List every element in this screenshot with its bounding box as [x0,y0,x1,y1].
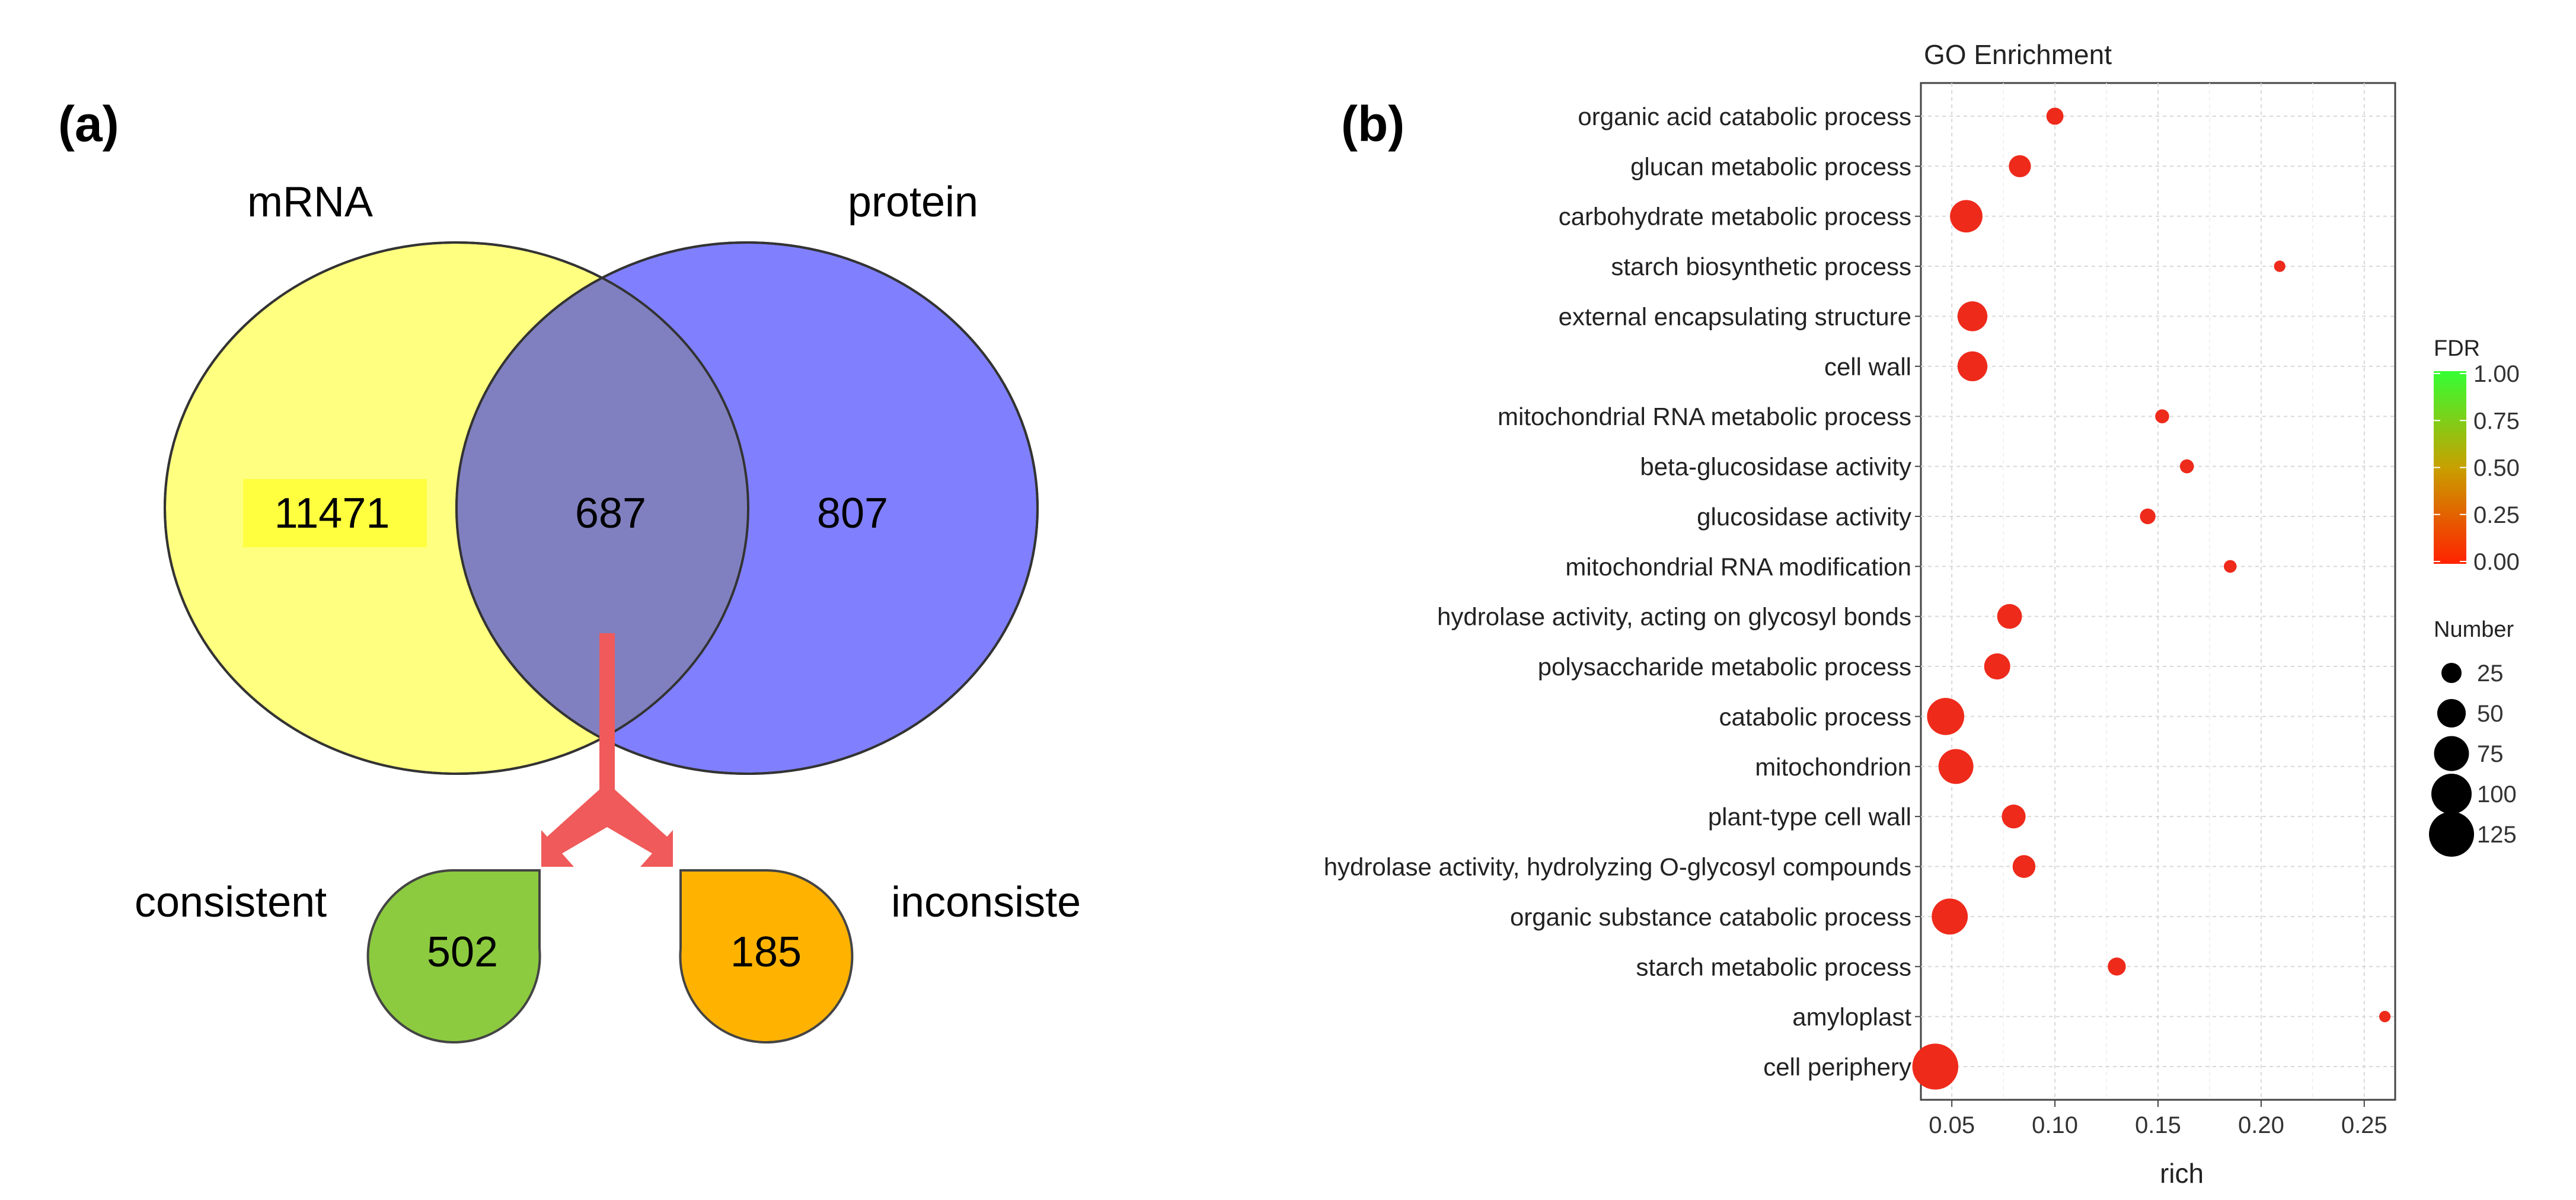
data-point [1957,301,1988,331]
y-tick-label: glucosidase activity [1697,503,1911,531]
y-tick-label: catabolic process [1719,703,1912,730]
y-tick-label: mitochondrial RNA metabolic process [1498,403,1911,430]
data-point [1957,351,1988,382]
y-tick-label: organic substance catabolic process [1510,903,1911,931]
y-tick-label: starch metabolic process [1636,953,1911,981]
data-point [1912,1043,1959,1090]
data-point [1927,698,1965,735]
y-tick-label: starch biosynthetic process [1611,253,1911,280]
y-axis-terms: organic acid catabolic process glucan met… [1324,103,1921,1081]
x-tick-label: 0.05 [1929,1112,1975,1138]
protein-only-count: 807 [817,490,888,537]
mrna-set-label: mRNA [247,178,373,226]
protein-set-outline [455,241,1039,775]
data-point [1938,749,1974,784]
y-tick-label: hydrolase activity, acting on glycosyl b… [1437,603,1911,631]
number-legend: 25 50 75 100 125 [2428,660,2517,857]
data-point [2179,459,2194,474]
data-point [2379,1011,2391,1023]
y-tick-label: polysaccharide metabolic process [1538,653,1911,681]
protein-set-label: protein [848,178,978,226]
consistent-count: 502 [427,928,498,976]
y-tick-label: glucan metabolic process [1630,152,1911,180]
fdr-legend-ticks: 1.00 0.75 0.50 0.25 0.00 [2434,361,2520,575]
data-point [2155,409,2169,423]
number-legend-dot [2434,736,2469,771]
data-point [1932,898,1968,935]
panel-b-label: (b) [1341,96,1404,152]
x-tick-label: 0.25 [2341,1112,2387,1138]
split-arrow [541,633,673,867]
y-tick-label: amyloplast [1792,1003,1911,1031]
chart-title: GO Enrichment [1924,39,2112,70]
x-tick-label: 0.15 [2135,1112,2181,1138]
data-point [2046,107,2064,125]
y-tick-label: cell periphery [1763,1053,1911,1081]
fdr-tick-label: 0.00 [2473,549,2520,575]
panel-a-venn: (a) mRNA protein 11471 687 807 consisten… [58,96,1081,1043]
data-point [1950,200,1983,233]
number-legend-dot [2437,698,2466,728]
number-legend-dot [2441,663,2462,683]
number-legend-dot [2431,774,2472,814]
consistent-drop-shape [366,869,541,1043]
fdr-tick-label: 0.25 [2473,502,2520,528]
y-tick-label: cell wall [1824,353,1911,381]
y-tick-label: mitochondrion [1755,753,1911,781]
number-legend-label: 125 [2477,822,2517,848]
y-tick-label: carbohydrate metabolic process [1559,203,1911,231]
x-axis-ticks: 0.05 0.10 0.15 0.20 0.25 [1929,1100,2387,1138]
y-tick-label: organic acid catabolic process [1578,103,1911,130]
y-tick-label: mitochondrial RNA modification [1565,553,1911,580]
number-legend-label: 25 [2477,660,2504,687]
x-tick-label: 0.10 [2032,1112,2078,1138]
number-legend-label: 75 [2477,741,2504,767]
data-point [1997,604,2022,629]
data-point [2002,805,2026,829]
fdr-tick-label: 0.75 [2473,408,2520,434]
fdr-legend-title: FDR [2434,336,2480,361]
number-legend-dot [2428,811,2475,857]
overlap-count: 687 [575,490,646,537]
data-point [2009,155,2031,177]
data-point [2108,958,2126,976]
inconsistent-drop-shape [679,869,854,1043]
consistent-label: consistent [135,879,327,926]
mrna-only-count: 11471 [274,490,390,537]
data-point [2223,560,2237,573]
x-axis-title: rich [2160,1158,2204,1189]
inconsistent-label: inconsiste [891,879,1081,926]
number-legend-label: 100 [2477,781,2517,808]
inconsistent-count: 185 [730,928,802,976]
panel-a-label: (a) [58,96,119,152]
y-tick-label: plant-type cell wall [1708,803,1911,831]
y-tick-label: external encapsulating structure [1559,302,1911,330]
data-point [1984,653,2010,680]
mrna-count-highlight [243,479,427,547]
data-point [2274,260,2285,272]
data-point [2012,855,2036,878]
fdr-tick-label: 1.00 [2473,361,2520,387]
number-legend-title: Number [2434,617,2514,642]
data-point [2140,508,2156,525]
data-points [1912,107,2391,1090]
mrna-set-outline [164,241,749,775]
y-tick-label: beta-glucosidase activity [1640,453,1911,481]
number-legend-label: 50 [2477,701,2504,727]
x-tick-label: 0.20 [2238,1112,2284,1138]
y-tick-label: hydrolase activity, hydrolyzing O-glycos… [1324,853,1911,881]
fdr-tick-label: 0.50 [2473,455,2520,481]
